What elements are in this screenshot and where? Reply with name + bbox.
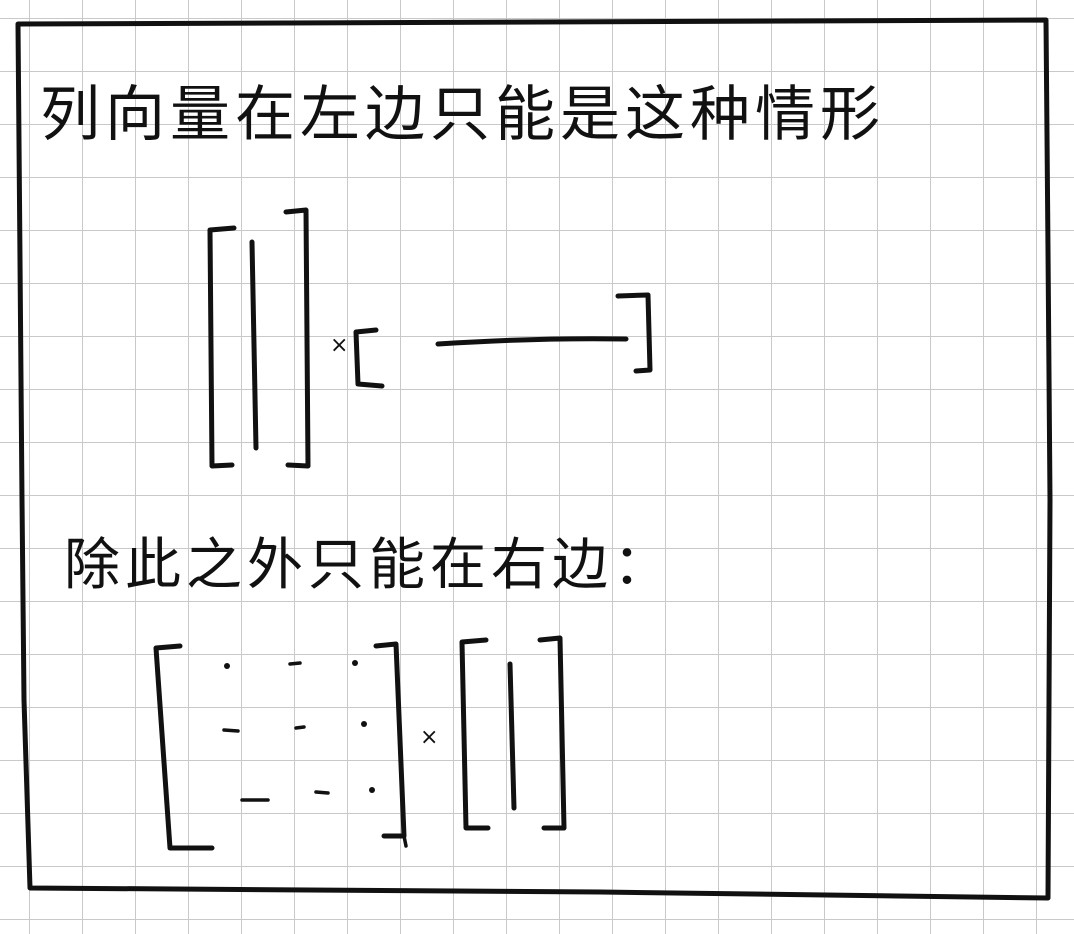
column-vector-right	[459, 635, 567, 831]
frame-border	[15, 17, 1053, 901]
matrix-left	[153, 641, 408, 851]
heading-otherwise-right: 除此之外只能在右边：	[64, 533, 674, 598]
times-sign-1: ×	[330, 333, 348, 358]
row-vector-right	[353, 292, 653, 389]
column-vector-left	[207, 207, 311, 469]
heading-column-vector-left: 列向量在左边只能是这种情形	[40, 80, 885, 150]
times-sign-2: ×	[420, 725, 438, 750]
